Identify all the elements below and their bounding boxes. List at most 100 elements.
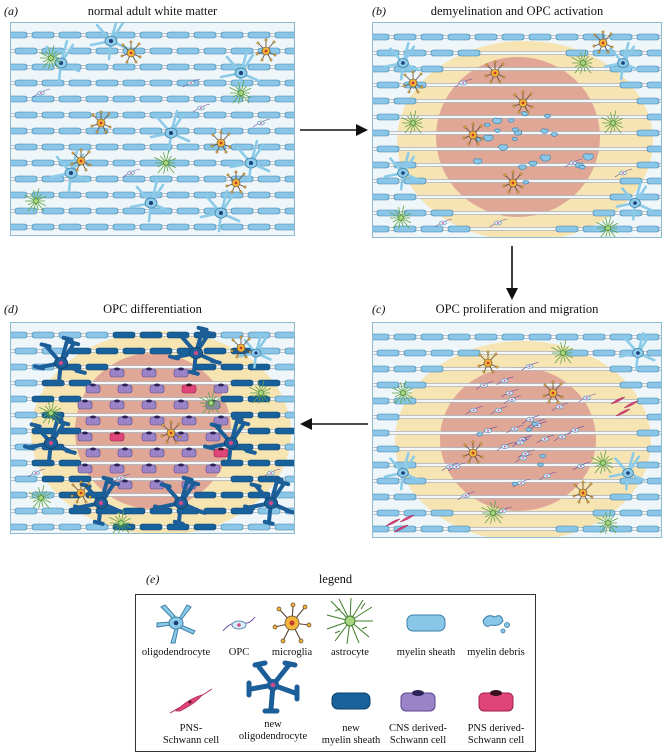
myelin-debris bbox=[582, 153, 594, 161]
myelin-segment bbox=[447, 525, 471, 533]
microglia bbox=[462, 122, 484, 146]
myelin-segment bbox=[220, 31, 244, 39]
oligodendrocyte bbox=[219, 49, 261, 93]
oligodendrocyte bbox=[608, 451, 646, 491]
astrocyte bbox=[229, 80, 252, 104]
opc bbox=[112, 473, 131, 483]
myelin-segment bbox=[68, 111, 92, 119]
myelin-segment bbox=[609, 493, 633, 501]
microglia bbox=[255, 38, 277, 62]
axon bbox=[373, 51, 661, 55]
myelin-segment bbox=[646, 509, 661, 517]
myelin-segment bbox=[284, 111, 294, 119]
myelin-segment bbox=[284, 47, 294, 55]
myelin-debris bbox=[543, 113, 551, 119]
new-oligodendrocyte bbox=[153, 475, 207, 526]
opc bbox=[506, 424, 524, 434]
axon bbox=[373, 431, 661, 435]
myelin-segment bbox=[193, 127, 217, 135]
oligodendrocyte bbox=[89, 23, 131, 61]
myelin-segment bbox=[646, 349, 661, 357]
microglia bbox=[484, 60, 506, 84]
microglia bbox=[90, 110, 112, 134]
new-myelin-segment bbox=[58, 459, 82, 467]
axon bbox=[11, 365, 294, 369]
myelin-segment bbox=[474, 33, 498, 41]
myelin-segment bbox=[609, 333, 633, 341]
axon bbox=[373, 463, 661, 467]
panel-a-title: normal adult white matter bbox=[87, 4, 218, 18]
myelin-segment bbox=[58, 223, 82, 231]
myelin-segment bbox=[376, 113, 400, 121]
myelin-segment bbox=[646, 477, 661, 485]
oligodendrocyte bbox=[149, 109, 191, 153]
myelin-segment bbox=[373, 225, 390, 233]
myelin-layer bbox=[11, 31, 294, 231]
pns-derived-schwann-cell-icon bbox=[478, 690, 514, 712]
astrocyte bbox=[596, 510, 619, 534]
new-myelin-segment bbox=[95, 347, 119, 355]
myelin-segment bbox=[11, 191, 28, 199]
opc bbox=[475, 381, 494, 390]
new-myelin-sheath-icon bbox=[331, 692, 371, 710]
myelin-segment bbox=[247, 223, 271, 231]
oligodendrocyte bbox=[603, 41, 641, 81]
myelin-segment bbox=[58, 523, 82, 531]
myelin-segment bbox=[11, 363, 28, 371]
axon bbox=[373, 447, 661, 451]
myelin-debris bbox=[540, 128, 549, 134]
new-myelin-segment bbox=[257, 443, 281, 451]
myelin-segment bbox=[636, 225, 660, 233]
axon bbox=[373, 163, 661, 167]
myelin-segment bbox=[85, 523, 109, 531]
myelin-segment bbox=[284, 379, 294, 387]
myelin-debris bbox=[493, 128, 501, 133]
myelin-debris bbox=[511, 127, 519, 132]
myelin-segment bbox=[193, 159, 217, 167]
oligodendrocyte bbox=[238, 334, 272, 369]
myelin-segment bbox=[284, 79, 294, 87]
myelin-segment bbox=[403, 381, 427, 389]
microglia bbox=[70, 480, 92, 504]
myelin-segment bbox=[393, 97, 417, 105]
astrocyte bbox=[601, 110, 624, 134]
opc bbox=[252, 118, 271, 128]
axon bbox=[373, 527, 661, 531]
oligodendrocyte bbox=[199, 189, 241, 233]
myelin-segment bbox=[176, 175, 200, 183]
myelin-segment bbox=[646, 49, 661, 57]
myelin-debris bbox=[472, 158, 483, 165]
myelin-segment bbox=[582, 525, 606, 533]
myelin-segment bbox=[555, 33, 579, 41]
myelin-segment bbox=[14, 411, 38, 419]
astrocyte bbox=[29, 485, 52, 509]
myelin-debris bbox=[528, 160, 538, 167]
legend-oligodendrocyte: oligodendrocyte bbox=[136, 601, 216, 659]
myelin-segment bbox=[636, 397, 660, 405]
astrocyte bbox=[591, 450, 614, 474]
myelin-segment bbox=[274, 523, 294, 531]
myelin-segment bbox=[393, 493, 417, 501]
myelin-segment bbox=[376, 413, 400, 421]
myelin-segment bbox=[420, 65, 444, 73]
myelin-segment bbox=[565, 49, 589, 57]
new-myelin-segment bbox=[166, 523, 190, 531]
opc bbox=[572, 461, 590, 471]
astrocyte bbox=[39, 45, 62, 69]
opc bbox=[448, 462, 466, 472]
myelin-segment bbox=[636, 461, 660, 469]
myelin-segment bbox=[112, 95, 136, 103]
axon bbox=[373, 179, 661, 183]
new-myelin-segment bbox=[220, 395, 244, 403]
panel-d-label: (d) bbox=[4, 302, 18, 316]
new-myelin-segment bbox=[193, 363, 217, 371]
axon bbox=[373, 351, 661, 355]
new-myelin-segment bbox=[112, 331, 136, 339]
myelin-segment bbox=[31, 127, 55, 135]
legend-microglia: microglia bbox=[261, 601, 323, 659]
new-myelin-segment bbox=[203, 347, 227, 355]
myelin-segment bbox=[609, 33, 633, 41]
opc bbox=[496, 442, 514, 451]
panel-b-demyelination bbox=[372, 22, 662, 238]
myelin-segment bbox=[85, 331, 109, 339]
